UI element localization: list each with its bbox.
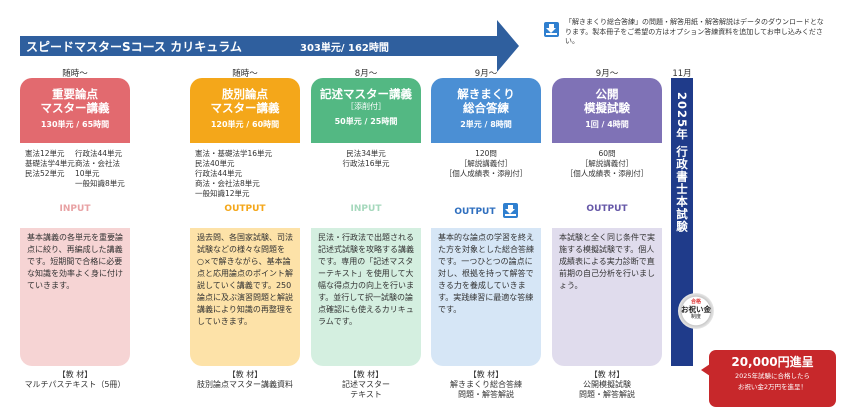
card-materials: 【教 材】 肢別論点マスター講義資料 xyxy=(170,370,320,390)
seal-line: 合格 xyxy=(690,299,701,305)
subject-item: 基礎法学4単元 xyxy=(25,159,75,168)
card-units: 130単元 / 65時間 xyxy=(40,120,110,129)
bonus-amount: 20,000円進呈 xyxy=(731,355,814,369)
card-description: 民法・行政法で出題される記述式試験を攻略する講義です。専用の「記述マスターテキス… xyxy=(311,228,421,366)
card-materials: 【教 材】 解きまくり総合答練 問題・解答解説 xyxy=(411,370,561,400)
subject-item: 商法・会社法10単元 xyxy=(75,159,120,178)
card-type-label: OUTPUT xyxy=(586,204,628,214)
card-title: 模擬試験 xyxy=(584,101,630,115)
card-type-label-text: OUTPUT xyxy=(454,207,496,217)
bonus-detail: お祝い金2万円を進呈！ xyxy=(737,383,808,391)
course-card-shibetsu-ronten[interactable]: 肢別論点 マスター講義 120単元 / 60時間 憲法・基礎法学16単元 民法4… xyxy=(190,78,300,366)
materials-text: 記述マスター xyxy=(342,380,390,389)
download-note: 「解きまくり総合答練」の問題・解答用紙・解答解説はデータのダウンロードとなります… xyxy=(565,18,824,45)
exam-month: 11月 xyxy=(672,69,692,79)
materials-tag: 【教 材】 xyxy=(57,370,93,379)
subject-item: 憲法12単元 xyxy=(25,149,65,158)
materials-text: 肢別論点マスター講義資料 xyxy=(197,380,293,389)
materials-tag: 【教 材】 xyxy=(589,370,625,379)
card-type-label: INPUT xyxy=(59,204,91,214)
course-card-kijutsu[interactable]: 記述マスター講義 ［添削付］ 50単元 / 25時間 民法34単元 行政法16単… xyxy=(311,78,421,366)
seal-line: 制度 xyxy=(690,314,701,320)
materials-tag: 【教 材】 xyxy=(348,370,384,379)
materials-tag: 【教 材】 xyxy=(468,370,504,379)
course-card-mogi-shiken[interactable]: 公開 模擬試験 1回 / 4時間 60問 ［解説講義付］ ［個人成績表・添削付］… xyxy=(552,78,662,366)
curriculum-header-band xyxy=(20,36,497,56)
card-description: 本試験と全く同じ条件で実施する模擬試験です。個人成績表による実力診断で直前期の自… xyxy=(552,228,662,366)
card-description: 基本講義の各単元を重要論点に絞り、再編成した講義です。短期間で合格に必要な知識を… xyxy=(20,228,130,366)
subject-item: 民法52単元 xyxy=(25,169,65,178)
materials-text: 解きまくり総合答練 xyxy=(450,380,522,389)
card-extra: ［解説講義付］ xyxy=(580,159,634,168)
card-extra: ［解説講義付］ xyxy=(459,159,513,168)
card-tag: ［添削付］ xyxy=(346,102,386,111)
card-schedule: 随時〜 xyxy=(62,69,88,79)
card-title: マスター講義 xyxy=(40,101,110,115)
materials-text: テキスト xyxy=(350,390,382,399)
card-units: 1回 / 4時間 xyxy=(585,120,629,129)
card-title: 解きまくり xyxy=(457,87,515,101)
card-materials: 【教 材】 公開模擬試験 問題・解答解説 xyxy=(532,370,682,400)
question-count: 120問 xyxy=(475,149,497,158)
card-type-label: OUTPUT xyxy=(224,204,266,214)
subject-item: 商法・会社法8単元 xyxy=(195,179,260,188)
subject-item: 民法34単元 xyxy=(346,149,386,158)
subject-item: 行政法44単元 xyxy=(75,149,123,158)
card-type-label: INPUT xyxy=(350,204,382,214)
bonus-detail: 2025年試験に合格したら xyxy=(734,372,811,380)
celebration-seal: 合格 お祝い金 制度 xyxy=(678,293,714,329)
card-units: 120単元 / 60時間 xyxy=(210,120,280,129)
subject-item: 一般知識12単元 xyxy=(195,189,250,198)
card-description: 基本的な論点の学習を終えた方を対象とした総合答練です。一つひとつの論点に対し、根… xyxy=(431,228,541,366)
subject-item: 民法40単元 xyxy=(195,159,235,168)
card-schedule: 9月〜 xyxy=(595,69,619,79)
card-schedule: 随時〜 xyxy=(232,69,258,79)
course-title: スピードマスターSコース カリキュラム xyxy=(26,40,242,54)
subject-item: 行政法44単元 xyxy=(195,169,243,178)
card-extra: ［個人成績表・添削付］ xyxy=(444,169,528,178)
materials-text: 公開模擬試験 xyxy=(583,380,631,389)
bonus-callout: 20,000円進呈 2025年試験に合格したら お祝い金2万円を進呈！ xyxy=(701,350,836,407)
subject-item: 憲法・基礎法学16単元 xyxy=(195,149,273,158)
card-materials: 【教 材】 記述マスター テキスト xyxy=(291,370,441,400)
exam-title: 2025年 行政書士本試験 xyxy=(675,92,689,234)
card-materials: 【教 材】 マルチパステキスト（5冊） xyxy=(0,370,150,390)
subject-item: 一般知識8単元 xyxy=(75,179,125,188)
card-extra: ［個人成績表・添削付］ xyxy=(565,169,649,178)
materials-text: 問題・解答解説 xyxy=(458,390,514,399)
download-icon xyxy=(544,22,559,37)
course-card-tokimakuri[interactable]: 解きまくり 総合答練 2単元 / 8時間 120問 ［解説講義付］ ［個人成績表… xyxy=(431,78,541,366)
download-icon[interactable] xyxy=(502,203,518,218)
card-description: 過去問、各国家試験、司法試験などの様々な問題を○×で解きながら、基本論点と応用論… xyxy=(190,228,300,366)
card-title: 記述マスター講義 xyxy=(320,87,412,101)
seal-line: お祝い金 xyxy=(681,305,711,314)
card-title: 肢別論点 xyxy=(222,87,268,101)
card-schedule: 9月〜 xyxy=(474,69,498,79)
card-units: 2単元 / 8時間 xyxy=(460,120,512,129)
subject-item: 行政法16単元 xyxy=(342,159,390,168)
card-title: マスター講義 xyxy=(210,101,280,115)
course-card-juyo-ronten[interactable]: 重要論点 マスター講義 130単元 / 65時間 憲法12単元 基礎法学4単元 … xyxy=(20,78,130,366)
question-count: 60問 xyxy=(598,149,616,158)
card-type-label: OUTPUT xyxy=(431,203,541,219)
card-title: 重要論点 xyxy=(52,87,98,101)
materials-text: マルチパステキスト（5冊） xyxy=(24,380,126,389)
materials-text: 問題・解答解説 xyxy=(579,390,635,399)
card-schedule: 8月〜 xyxy=(354,69,378,79)
course-total: 303単元/ 162時間 xyxy=(300,43,389,54)
card-units: 50単元 / 25時間 xyxy=(334,117,398,126)
card-title: 総合答練 xyxy=(463,101,509,115)
card-title: 公開 xyxy=(595,87,619,101)
curriculum-header-arrow xyxy=(497,20,519,72)
materials-tag: 【教 材】 xyxy=(227,370,263,379)
